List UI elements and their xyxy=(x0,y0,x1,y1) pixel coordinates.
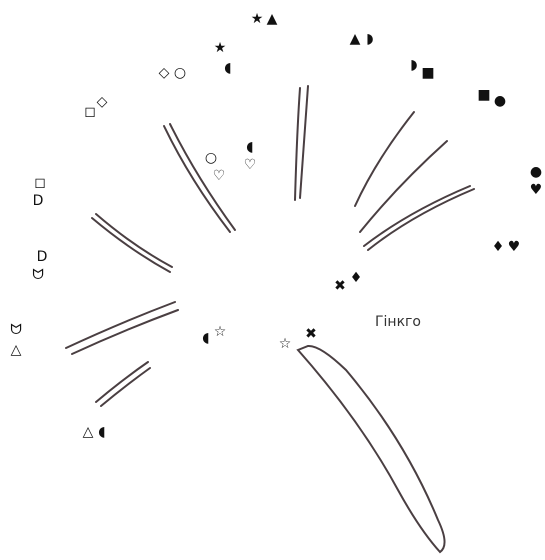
symbol-glyph: ♥ xyxy=(508,239,521,255)
symbol-glyph: ■ xyxy=(421,65,434,81)
symbol-pair: ᗢ△ xyxy=(10,322,22,358)
vein-top xyxy=(295,88,300,200)
symbol-glyph: D xyxy=(37,249,48,265)
symbol-glyph: ♦ xyxy=(350,270,363,286)
symbol-pair: ◇○ xyxy=(159,65,187,81)
symbol-glyph: ✖ xyxy=(305,326,317,342)
vein-bottom-left xyxy=(101,368,150,406)
symbol-pair: ◖☆ xyxy=(202,324,226,346)
symbol-glyph: ✖ xyxy=(334,278,346,294)
symbol-pair: ✖♦ xyxy=(334,270,362,294)
symbol-pair: ◗■ xyxy=(410,57,434,81)
symbol-pair: ▲◗ xyxy=(350,31,374,47)
symbol-pair: ★◖ xyxy=(214,40,232,76)
symbol-glyph: ◇ xyxy=(159,65,170,81)
symbol-pair: ●♥ xyxy=(530,164,543,198)
symbol-glyph: ◗ xyxy=(410,57,417,73)
vein-left xyxy=(92,218,170,272)
symbol-glyph: ◖ xyxy=(98,424,105,440)
symbol-glyph: △ xyxy=(83,424,94,440)
vein-left xyxy=(96,214,172,267)
vein-bottom-left xyxy=(96,362,148,402)
symbol-glyph: ■ xyxy=(477,87,490,103)
vein-right xyxy=(368,189,474,250)
symbol-glyph: ◖ xyxy=(224,60,231,76)
symbol-glyph: ♡ xyxy=(244,157,257,173)
symbol-glyph: ◖ xyxy=(246,139,253,155)
vein-top xyxy=(300,86,308,198)
symbol-glyph: △ xyxy=(11,342,22,358)
symbol-glyph: ★ xyxy=(214,40,227,56)
vein-upper-right xyxy=(355,112,414,206)
symbol-glyph: ★ xyxy=(251,11,264,27)
symbol-glyph: ♥ xyxy=(530,182,543,198)
symbol-glyph: ◗ xyxy=(366,31,373,47)
symbol-pairs: ★▲▲◗★◖◇○◗■■●◻◇◖♡○♡◻D●♥Dᗢ♦♥✖♦ᗢ△◖☆☆✖△◖ xyxy=(10,11,542,440)
symbol-glyph: D xyxy=(33,193,44,209)
vein-lower-left xyxy=(66,302,175,348)
symbol-pair: △◖ xyxy=(83,424,106,440)
symbol-pair: ★▲ xyxy=(251,11,278,27)
leaf-stem xyxy=(298,346,445,552)
symbol-pair: Dᗢ xyxy=(32,249,47,283)
symbol-pair: ■● xyxy=(477,87,506,109)
symbol-glyph: ▲ xyxy=(350,31,361,47)
vein-lower-left xyxy=(72,310,178,354)
symbol-glyph: ● xyxy=(530,164,542,180)
symbol-glyph: ◻ xyxy=(84,104,96,120)
symbol-glyph: ☆ xyxy=(214,324,227,340)
symbol-pair: ◖♡ xyxy=(244,139,257,173)
symbol-glyph: ◖ xyxy=(202,330,209,346)
symbol-glyph: ◇ xyxy=(97,94,108,110)
leaf-veins xyxy=(66,86,474,406)
symbol-glyph: ◻ xyxy=(34,175,46,191)
symbol-glyph: ♡ xyxy=(213,168,226,184)
symbol-pair: ○♡ xyxy=(205,150,225,184)
symbol-pair: ♦♥ xyxy=(492,239,521,255)
symbol-glyph: ● xyxy=(494,93,506,109)
symbol-pair: ◻D xyxy=(33,175,46,209)
symbol-glyph: ○ xyxy=(205,150,217,166)
ginkgo-label: Гінкго xyxy=(375,314,421,330)
symbol-glyph: ᗢ xyxy=(32,267,44,283)
symbol-glyph: ᗢ xyxy=(10,322,22,338)
symbol-glyph: ☆ xyxy=(279,336,292,352)
symbol-glyph: ○ xyxy=(174,65,186,81)
symbol-glyph: ▲ xyxy=(267,11,278,27)
symbol-glyph: ♦ xyxy=(492,239,505,255)
symbol-pair: ◻◇ xyxy=(84,94,107,120)
